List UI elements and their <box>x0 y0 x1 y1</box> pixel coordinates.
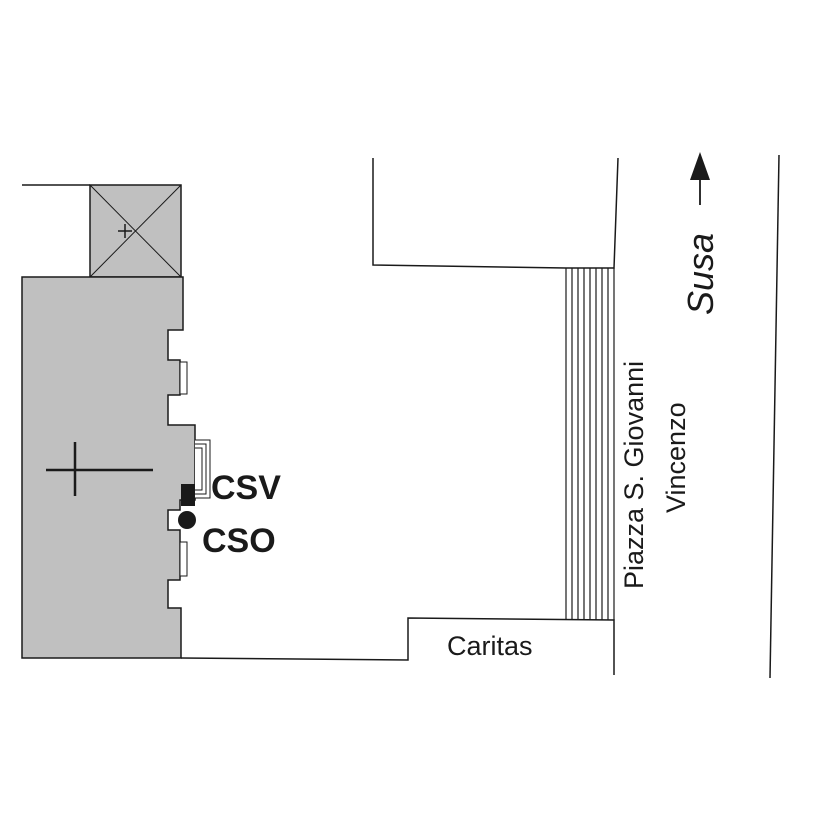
pilaster <box>179 541 188 577</box>
cross-icon <box>46 442 153 496</box>
bell-tower <box>89 184 182 278</box>
csv-marker <box>181 484 195 506</box>
bottom-wall <box>180 617 615 675</box>
upper-building <box>372 157 619 269</box>
church-building <box>21 276 196 659</box>
small-cross-icon <box>118 224 132 238</box>
stairs <box>565 268 615 620</box>
csv-label: CSV <box>211 469 281 507</box>
piazza-label: Piazza S. Giovanni <box>619 361 649 589</box>
caritas-label: Caritas <box>447 631 533 661</box>
street-label-susa: Susa <box>680 233 721 315</box>
entrance-steps <box>195 439 211 499</box>
cso-label: CSO <box>202 522 276 560</box>
piazza-label-line2: Vincenzo <box>661 402 691 513</box>
cso-marker <box>178 511 196 529</box>
arrow-up-icon <box>690 152 710 205</box>
street-edge <box>769 154 780 679</box>
pilaster <box>179 361 188 395</box>
